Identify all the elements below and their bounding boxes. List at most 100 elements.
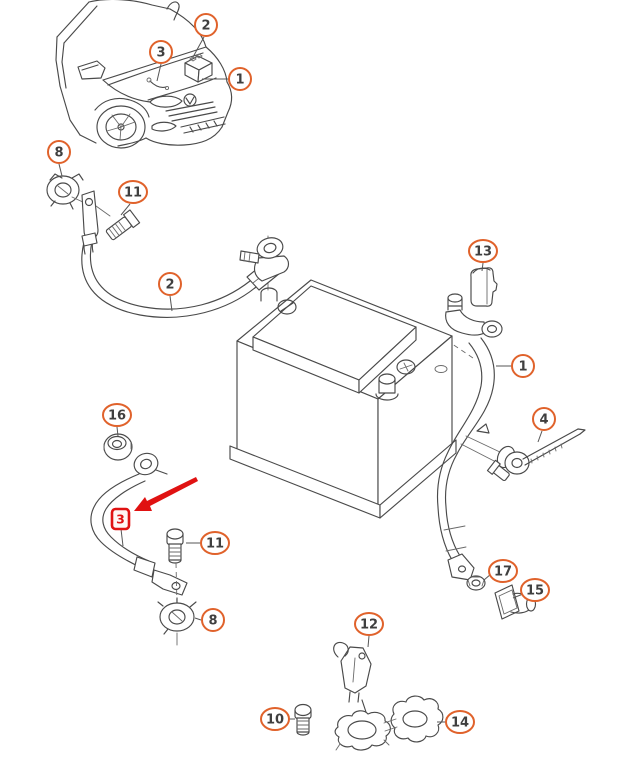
callout-number: 16 xyxy=(108,409,126,424)
callout-3-highlighted[interactable]: 3 xyxy=(110,507,131,547)
callout-17-12[interactable]: 17 xyxy=(483,559,518,583)
negative-cable xyxy=(444,337,495,557)
callout-leader-line xyxy=(169,295,173,312)
callout-leader-line xyxy=(120,203,131,216)
callout-circle[interactable] xyxy=(201,608,225,632)
terminal-cover-part-13 xyxy=(470,267,498,307)
callout-leader-line xyxy=(120,528,124,547)
callout-14-16[interactable]: 14 xyxy=(437,710,475,734)
callout-circle[interactable] xyxy=(194,13,218,37)
callout-circle[interactable] xyxy=(520,578,550,602)
callout-1-7[interactable]: 1 xyxy=(496,354,535,378)
callout-leader-line xyxy=(58,163,63,177)
callout-13-6[interactable]: 13 xyxy=(468,239,498,272)
battery-cover-part xyxy=(184,53,213,83)
callout-leader-line xyxy=(192,36,205,58)
callout-leader-line xyxy=(537,430,543,443)
bolt-part-10 xyxy=(294,703,312,736)
callout-circle[interactable] xyxy=(260,707,290,731)
callout-8-11[interactable]: 8 xyxy=(194,608,225,632)
callout-2-5[interactable]: 2 xyxy=(158,272,182,312)
callout-2-0[interactable]: 2 xyxy=(192,13,218,58)
battery-negative-post xyxy=(375,373,399,401)
front-wheel xyxy=(96,105,146,149)
callout-number: 4 xyxy=(539,413,548,428)
side-mirror xyxy=(77,60,106,80)
callout-4-8[interactable]: 4 xyxy=(532,407,556,443)
nut-part-16 xyxy=(103,433,133,461)
highlighted-callout-number: 3 xyxy=(116,512,125,527)
gasket-parts-14 xyxy=(334,695,444,751)
ground-cable-assembly xyxy=(90,433,197,646)
callout-number: 8 xyxy=(208,614,217,629)
negative-cable-assembly xyxy=(436,267,586,620)
callout-circle[interactable] xyxy=(158,272,182,296)
callout-number: 14 xyxy=(451,716,469,731)
callout-number: 1 xyxy=(235,73,244,88)
callout-circle[interactable] xyxy=(149,40,173,64)
cable-tie-part-4 xyxy=(522,428,586,466)
callout-number: 12 xyxy=(360,618,378,633)
callout-leader-line xyxy=(194,617,202,621)
positive-cable-assembly xyxy=(46,173,290,318)
callout-number: 8 xyxy=(54,146,63,161)
callout-circle[interactable] xyxy=(102,403,132,427)
callout-circle[interactable] xyxy=(47,140,71,164)
wiring-lead-part xyxy=(146,77,170,91)
callout-11-10[interactable]: 11 xyxy=(186,531,230,555)
callout-number: 11 xyxy=(124,186,142,201)
callout-number: 1 xyxy=(518,360,527,375)
bolt-part-11a xyxy=(105,209,141,241)
callout-number: 13 xyxy=(474,245,492,260)
callout-number: 17 xyxy=(494,565,512,580)
ground-cable xyxy=(90,473,145,570)
callout-circle[interactable] xyxy=(488,559,518,583)
callout-circle[interactable] xyxy=(445,710,475,734)
callout-11-4[interactable]: 11 xyxy=(118,180,148,216)
callout-leader-line xyxy=(481,262,484,272)
callout-leader-line xyxy=(367,635,370,648)
highlighted-callout-box[interactable] xyxy=(110,507,131,531)
callout-circle[interactable] xyxy=(511,354,535,378)
bolt-part-11b xyxy=(166,528,184,564)
callout-16-9[interactable]: 16 xyxy=(102,403,132,437)
antenna xyxy=(166,1,180,21)
callout-8-3[interactable]: 8 xyxy=(47,140,71,177)
callout-12-14[interactable]: 12 xyxy=(354,612,384,648)
callout-circle[interactable] xyxy=(532,407,556,431)
callout-number: 2 xyxy=(201,19,210,34)
callout-number: 15 xyxy=(526,584,544,599)
negative-terminal-clamp xyxy=(445,293,503,338)
cable-clamp-part-8a xyxy=(46,173,84,210)
bracket-part-12 xyxy=(333,641,372,713)
battery-positive-post xyxy=(260,287,278,302)
cable-grommet-and-tie xyxy=(460,428,586,482)
callout-number: 11 xyxy=(206,537,224,552)
ring-terminal xyxy=(133,452,168,476)
battery-illustration xyxy=(229,235,477,519)
callout-leader-line xyxy=(156,63,162,82)
cable-clamp-part-8b xyxy=(157,597,197,646)
battery-screw xyxy=(396,359,416,375)
battery-vent-plug xyxy=(277,299,297,315)
callout-number: 2 xyxy=(165,278,174,293)
callout-circle[interactable] xyxy=(354,612,384,636)
loose-parts xyxy=(294,641,444,751)
positive-cable xyxy=(81,241,257,318)
fog-lamp xyxy=(151,121,177,132)
callout-circle[interactable] xyxy=(468,239,498,263)
callout-leader-line xyxy=(116,426,119,437)
callout-15-13[interactable]: 15 xyxy=(512,578,550,602)
positive-terminal-clamp xyxy=(239,237,290,282)
callout-number: 3 xyxy=(156,46,165,61)
callout-circle[interactable] xyxy=(200,531,230,555)
nut-part-17 xyxy=(466,575,486,591)
callout-1-2[interactable]: 1 xyxy=(202,67,252,91)
callout-10-15[interactable]: 10 xyxy=(260,707,295,731)
callout-circle[interactable] xyxy=(228,67,252,91)
callout-circle[interactable] xyxy=(118,180,148,204)
headlight xyxy=(149,95,183,108)
callout-3-1[interactable]: 3 xyxy=(149,40,173,82)
